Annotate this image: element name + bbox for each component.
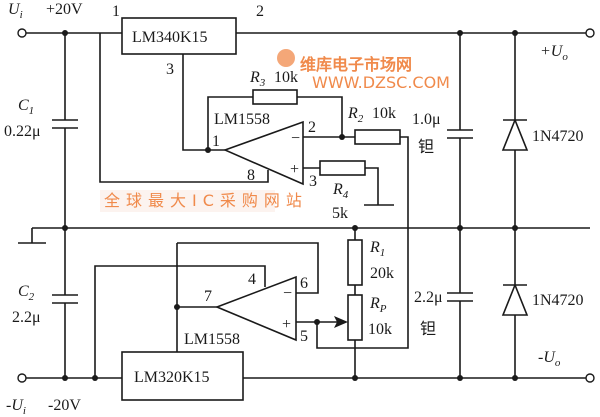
pin-label: 4 — [248, 271, 256, 288]
regulator-neg-label: LM320K15 — [134, 369, 210, 386]
c3-type: 钽 — [418, 138, 434, 156]
junctions — [62, 30, 518, 381]
r4-name: R4 — [332, 181, 349, 201]
minus-sign: − — [283, 285, 292, 302]
uo-pos-label: +Uo — [540, 43, 568, 63]
pin-label: 2 — [256, 3, 264, 20]
d2-value: 1N4720 — [532, 292, 584, 309]
input-pos-terminal — [17, 28, 27, 38]
c2-value: 2.2μ — [12, 309, 41, 326]
opamp-top-label: LM1558 — [214, 111, 270, 128]
resistor-r2 — [354, 129, 401, 145]
pin-label: 2 — [308, 119, 316, 136]
c4-type: 钽 — [420, 320, 436, 338]
d1-value: 1N4720 — [532, 128, 584, 145]
watermark-logo-icon — [277, 49, 295, 67]
c1-value: 0.22μ — [4, 123, 41, 140]
r1-name: R1 — [369, 239, 385, 259]
watermark: 维库电子市场网 WWW.DZSC.COM 全球最大IC采购网站 — [100, 49, 450, 212]
regulator-lm340k15 — [121, 17, 237, 55]
r1-value: 20k — [370, 265, 394, 282]
watermark-band — [100, 190, 275, 212]
resistor-r1 — [347, 239, 363, 286]
resistor-r3 — [252, 89, 298, 105]
pin-label: 3 — [309, 173, 317, 190]
pin-label: 7 — [204, 288, 212, 305]
r4-value: 5k — [332, 205, 348, 222]
regulator-lm320k15 — [121, 351, 244, 401]
pin-label: 5 — [300, 328, 308, 345]
plus-sign: + — [290, 161, 299, 178]
plus-sign: + — [282, 316, 291, 333]
ui-neg-label: -Ui — [6, 397, 26, 417]
rp-value: 10k — [368, 321, 392, 338]
watermark-title: 维库电子市场网 — [300, 55, 412, 74]
pin-label: 3 — [166, 61, 174, 78]
c1-name: C1 — [18, 97, 34, 117]
uo-neg-label: -Uo — [538, 349, 561, 369]
potentiometer-rp — [347, 294, 363, 341]
r3-name: R3 — [249, 69, 266, 89]
pin-label: 1 — [112, 3, 120, 20]
input-neg-terminal — [17, 373, 27, 383]
c4-value: 2.2μ — [414, 289, 443, 306]
r2-name: R2 — [347, 105, 364, 125]
ui-pos-label: Ui — [8, 1, 23, 21]
c2-name: C2 — [18, 283, 35, 303]
pin-label: 8 — [247, 167, 255, 184]
resistor-r4 — [319, 160, 366, 176]
ui-pos-voltage: +20V — [46, 1, 83, 18]
rp-name: RP — [369, 295, 387, 315]
opamp-bottom-label: LM1558 — [184, 331, 240, 348]
c3-value: 1.0μ — [412, 111, 441, 128]
r2-value: 10k — [372, 105, 396, 122]
pin-label: 1 — [212, 133, 220, 150]
watermark-url: WWW.DZSC.COM — [312, 73, 450, 92]
pin-label: 6 — [300, 275, 308, 292]
wires — [18, 32, 590, 379]
minus-sign: − — [291, 130, 300, 147]
output-pos-terminal — [585, 28, 595, 38]
regulator-pos-label: LM340K15 — [132, 29, 208, 46]
watermark-slogan: 全球最大IC采购网站 — [104, 191, 308, 210]
ui-neg-voltage: -20V — [48, 397, 81, 414]
r3-value: 10k — [274, 69, 298, 86]
output-neg-terminal — [585, 373, 595, 383]
